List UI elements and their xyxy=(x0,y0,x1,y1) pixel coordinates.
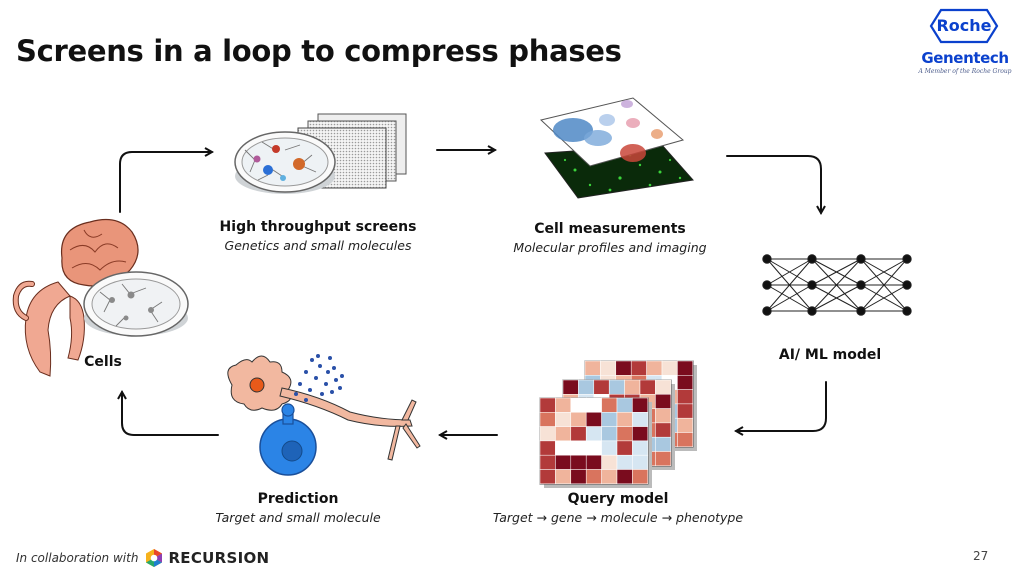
stage-query-title: Query model xyxy=(567,491,669,507)
logo-tagline: A Member of the Roche Group xyxy=(918,68,1012,75)
stage-screens-title: High throughput screens xyxy=(219,219,417,235)
recursion-wordmark: RECURSION xyxy=(168,549,270,567)
stage-screens: High throughput screens Genetics and sma… xyxy=(198,219,438,253)
network-node xyxy=(762,254,772,264)
network-node xyxy=(856,306,866,316)
network-node xyxy=(807,254,817,264)
measurements-illustration xyxy=(539,97,694,199)
neural-network-icon xyxy=(762,254,912,316)
page-number: 27 xyxy=(973,549,989,563)
stage-prediction-title: Prediction xyxy=(257,491,339,507)
stage-screens-subtitle: Genetics and small molecules xyxy=(224,238,412,253)
arrow-model-to-query xyxy=(736,381,827,431)
network-node xyxy=(856,254,866,264)
arrow-prediction-to-cells xyxy=(122,392,219,436)
loop-arrows xyxy=(119,150,827,436)
roche-genentech-logo: Roche Genentech A Member of the Roche Gr… xyxy=(915,8,1015,83)
screens-illustration xyxy=(234,113,407,194)
stage-model-title: AI/ ML model xyxy=(778,347,882,363)
stage-measurements-subtitle: Molecular profiles and imaging xyxy=(513,240,707,255)
network-node xyxy=(902,280,912,290)
arrow-cells-to-screens xyxy=(119,152,212,213)
stage-measurements: Cell measurements Molecular profiles and… xyxy=(490,221,730,255)
arrow-measurements-to-model xyxy=(726,155,821,213)
slide-title: Screens in a loop to compress phases xyxy=(16,34,622,68)
genentech-wordmark: Genentech xyxy=(921,49,1009,67)
network-node xyxy=(807,306,817,316)
footer: In collaboration with RECURSION xyxy=(16,548,269,568)
network-node xyxy=(807,280,817,290)
roche-wordmark: Roche xyxy=(936,16,992,35)
network-node xyxy=(902,306,912,316)
stage-query-subtitle: Target → gene → molecule → phenotype xyxy=(492,510,744,525)
stage-measurements-title: Cell measurements xyxy=(534,221,686,237)
network-node xyxy=(762,280,772,290)
stage-prediction-subtitle: Target and small molecule xyxy=(215,510,381,525)
network-node xyxy=(902,254,912,264)
cells-illustration xyxy=(12,219,189,377)
collaboration-text: In collaboration with xyxy=(16,551,139,565)
recursion-logo-icon xyxy=(146,549,163,567)
query-heatmaps xyxy=(539,360,697,488)
stage-cells-title: Cells xyxy=(84,354,122,370)
stage-query: Query model Target → gene → molecule → p… xyxy=(468,491,768,525)
stage-model: AI/ ML model xyxy=(770,347,890,363)
prediction-illustration xyxy=(227,354,421,476)
stage-prediction: Prediction Target and small molecule xyxy=(188,491,408,525)
network-node xyxy=(762,306,772,316)
network-node xyxy=(856,280,866,290)
stage-cells: Cells xyxy=(68,354,138,370)
roche-hexagon-icon xyxy=(929,8,999,44)
